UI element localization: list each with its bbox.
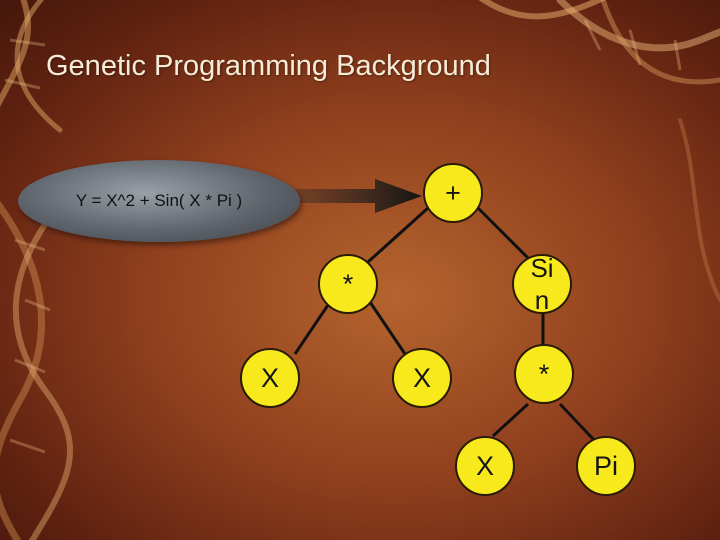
node-x-mid: X [392, 348, 452, 408]
formula-ellipse: Y = X^2 + Sin( X * Pi ) [18, 160, 300, 242]
formula-arrow [270, 179, 422, 213]
edge-multiply-x-bottom [491, 402, 530, 438]
node-pi: Pi [576, 436, 636, 496]
edge-multiply-pi [558, 402, 596, 442]
formula-text: Y = X^2 + Sin( X * Pi ) [75, 191, 243, 210]
edge-root-sin [476, 206, 530, 260]
edge-multiply-x-left [293, 301, 332, 355]
edge-root-multiply [366, 206, 430, 264]
edge-multiply-x-mid [368, 301, 407, 355]
node-multiply-right: * [514, 344, 574, 404]
node-plus: + [423, 163, 483, 223]
node-sin: Si n [512, 253, 572, 315]
node-multiply-left: * [318, 254, 378, 314]
slide-title: Genetic Programming Background [46, 50, 491, 82]
node-x-bottom: X [455, 436, 515, 496]
node-x-left: X [240, 348, 300, 408]
